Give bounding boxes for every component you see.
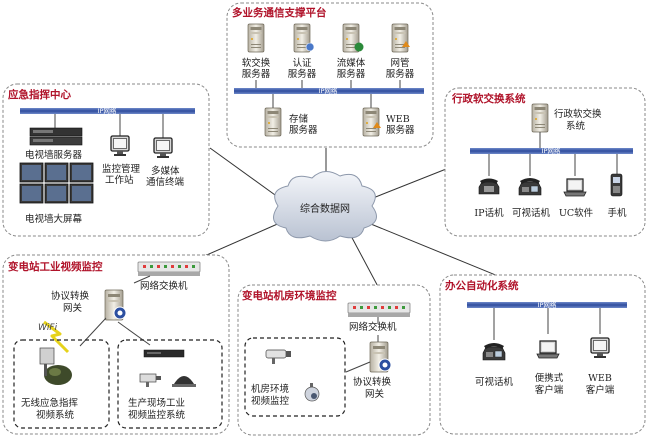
office-bus-label: IP网络 — [538, 300, 557, 309]
sv-switch-label: 网络交换机 — [140, 280, 188, 292]
web-server-icon — [362, 107, 380, 137]
emergency-ip-bus — [20, 108, 195, 114]
wireless-subsystem-box — [13, 339, 110, 429]
env-gateway-label-b: 网关 — [365, 388, 385, 400]
emergency-bus-label: IP网络 — [98, 106, 117, 115]
admin-softswitch-server-icon — [531, 103, 549, 133]
panel-emergency-title: 应急指挥中心 — [8, 88, 71, 101]
office-device-3b: 客户端 — [586, 384, 615, 396]
rack-server-icon — [29, 127, 83, 146]
onsite-subsystem-box — [117, 339, 223, 429]
bullet-camera-icon — [265, 349, 291, 364]
panel-admin: 行政软交换系统 行政软交换 系统 IP网络 IP话机 可视话机 UC软件 手机 — [444, 87, 646, 237]
monitor-ws-label-b: 工作站 — [105, 174, 134, 186]
mobile-phone-icon — [610, 173, 623, 197]
server-label-5b: 服务器 — [289, 124, 318, 136]
platform-ip-bus — [234, 88, 424, 94]
env-gateway-label-a: 协议转换 — [353, 376, 392, 388]
wireless-camera-kit-icon — [39, 347, 72, 385]
onsite-label-b: 视频监控系统 — [128, 409, 186, 421]
office-video-phone-icon — [482, 342, 506, 361]
room-label-b: 视频监控 — [251, 395, 290, 407]
network-switch-icon — [137, 261, 201, 277]
office-laptop-icon — [536, 340, 560, 359]
admin-device-1: IP话机 — [474, 207, 504, 219]
admin-ip-bus — [470, 148, 633, 154]
video-wall-icon — [19, 162, 94, 204]
panel-platform-title: 多业务通信支撑平台 — [232, 6, 327, 19]
server-label-6b: 服务器 — [386, 124, 415, 136]
server-label-1a: 软交换 — [242, 57, 271, 69]
onsite-label-a: 生产现场工业 — [128, 397, 185, 409]
admin-bus-label: IP网络 — [542, 146, 561, 155]
env-subsystem-box — [244, 337, 346, 417]
panel-platform: 多业务通信支撑平台 IP网络 软交换 服务器 认证 服务器 流媒体 服务器 网管… — [226, 2, 434, 148]
panel-substation-env: 变电站机房环境监控 网络交换机 协议转换 网关 机房环境 视频监控 — [237, 284, 431, 436]
server-icon — [247, 23, 265, 53]
wifi-label: WiFi — [38, 323, 58, 333]
dome-camera-icon — [172, 376, 196, 387]
uc-software-laptop-icon — [563, 178, 587, 197]
server-label-1b: 服务器 — [242, 68, 271, 80]
server-label-3b: 服务器 — [337, 68, 366, 80]
nvr-device-icon — [143, 349, 185, 358]
protocol-gateway-icon — [104, 289, 127, 321]
server-label-4a: 网管 — [390, 57, 409, 69]
panel-admin-title: 行政软交换系统 — [451, 92, 526, 105]
env-network-switch-icon — [347, 302, 411, 318]
admin-device-4: 手机 — [607, 207, 627, 219]
wifi-signal-icon: WiFi — [38, 320, 70, 354]
server-label-5a: 存储 — [289, 113, 309, 125]
office-device-3a: WEB — [588, 373, 612, 384]
tvwall-screen-label: 电视墙大屏幕 — [25, 213, 83, 225]
wireless-label-a: 无线应急指挥 — [21, 397, 79, 409]
server-label-2a: 认证 — [292, 57, 312, 69]
panel-emergency: 应急指挥中心 IP网络 电视墙服务器 电视墙大屏幕 — [2, 83, 210, 237]
room-label-a: 机房环境 — [251, 383, 290, 395]
admin-device-2: 可视话机 — [512, 207, 551, 219]
panel-office-title: 办公自动化系统 — [445, 279, 519, 292]
office-device-2b: 客户端 — [535, 384, 564, 396]
office-ip-bus — [467, 302, 627, 308]
panel-substation-video: 变电站工业视频监控 网络交换机 协议转换 网关 WiFi 无线应急指挥 视频系统 — [2, 254, 230, 435]
nms-server-icon — [391, 23, 409, 53]
server-label-4b: 服务器 — [386, 68, 415, 80]
box-camera-icon — [139, 373, 161, 387]
ip-phone-icon — [478, 178, 500, 195]
env-protocol-gateway-icon — [369, 341, 392, 373]
sv-gateway-label-a: 协议转换 — [51, 290, 90, 302]
admin-server-label-a: 行政软交换 — [554, 108, 602, 120]
server-label-6a: WEB — [386, 114, 410, 125]
storage-server-icon — [264, 107, 282, 137]
panel-office: 办公自动化系统 IP网络 可视话机 便携式 客户端 WEB 客户端 — [439, 274, 646, 435]
panel-substation-video-title: 变电站工业视频监控 — [8, 260, 103, 273]
office-device-2a: 便携式 — [535, 372, 564, 384]
platform-bus-label: IP网络 — [319, 86, 338, 95]
admin-device-3: UC软件 — [559, 207, 594, 219]
admin-server-label-b: 系统 — [566, 120, 586, 132]
sv-gateway-label-b: 网关 — [63, 302, 83, 314]
core-network-label: 综合数据网 — [300, 202, 350, 215]
server-label-3a: 流媒体 — [337, 57, 366, 69]
server-label-2b: 服务器 — [288, 68, 317, 80]
core-network-cloud: 综合数据网 — [273, 171, 377, 242]
mm-terminal-label-b: 通信终端 — [146, 176, 185, 188]
video-phone-icon — [518, 177, 542, 196]
office-device-1a: 可视话机 — [475, 376, 514, 388]
panel-substation-env-title: 变电站机房环境监控 — [242, 289, 337, 302]
wireless-label-b: 视频系统 — [36, 409, 75, 421]
env-switch-label: 网络交换机 — [349, 321, 397, 333]
mm-terminal-label-a: 多媒体 — [151, 165, 180, 177]
monitor-ws-label-a: 监控管理 — [102, 163, 141, 175]
ptz-camera-icon — [304, 383, 320, 402]
tvwall-server-label: 电视墙服务器 — [25, 149, 83, 161]
